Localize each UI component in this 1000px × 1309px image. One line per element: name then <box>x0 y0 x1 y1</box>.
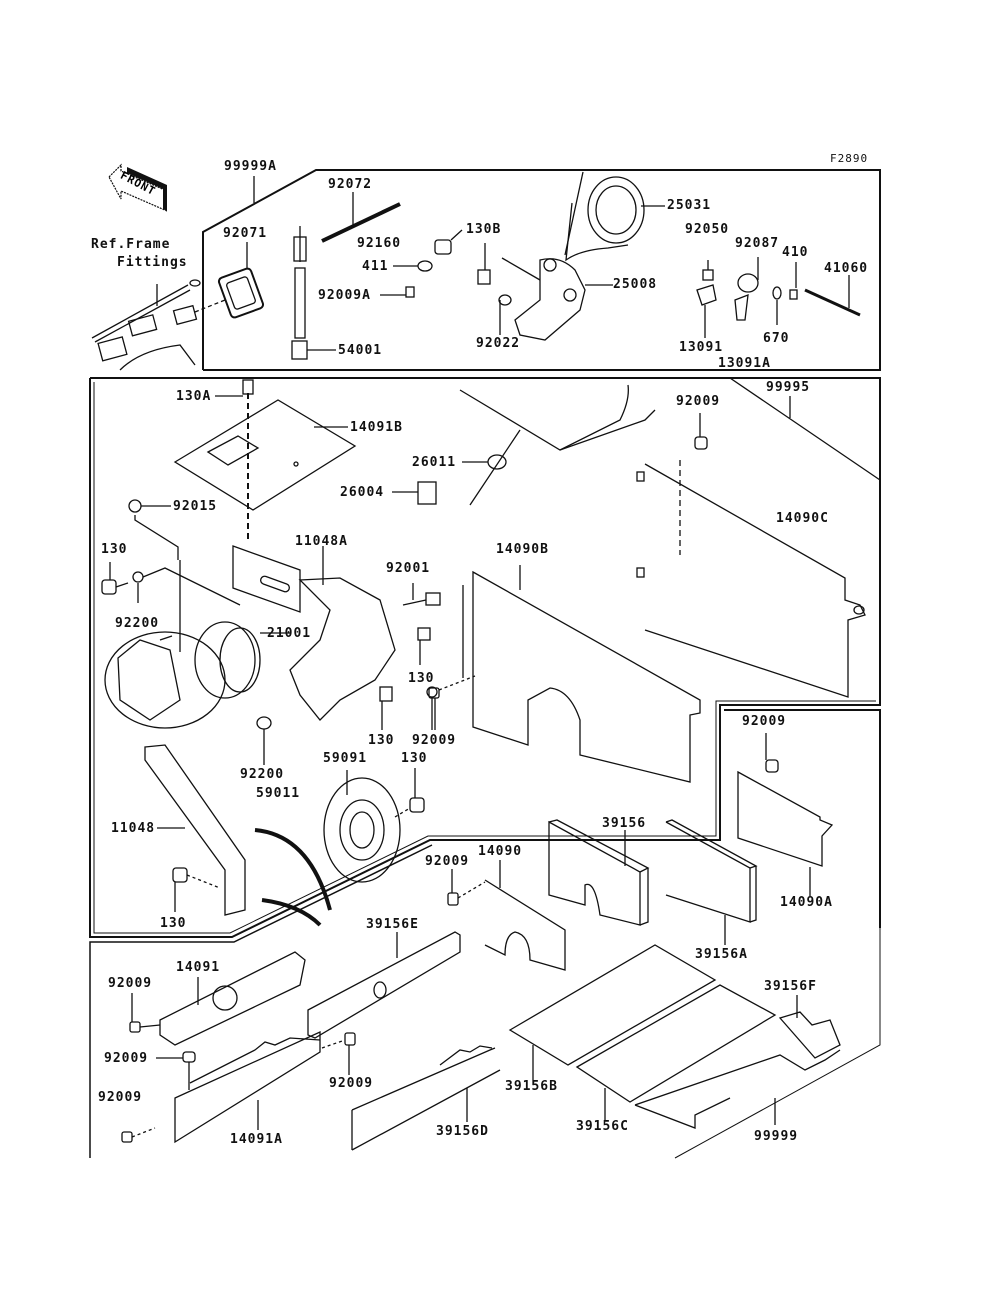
part-label[interactable]: 26004 <box>340 485 385 500</box>
part-label[interactable]: 92050 <box>685 222 730 237</box>
part-label[interactable]: 130 <box>160 916 187 931</box>
part-label[interactable]: 92009 <box>329 1076 374 1091</box>
part-label[interactable]: 410 <box>782 245 809 260</box>
part-label[interactable]: 14091B <box>350 420 403 435</box>
part-label[interactable]: 92009 <box>412 733 457 748</box>
part-label[interactable]: 92160 <box>357 236 402 251</box>
part-label[interactable]: 14090C <box>776 511 829 526</box>
part-label[interactable]: 130A <box>176 389 212 404</box>
board-39156C <box>575 984 777 1103</box>
part-label[interactable]: 92009 <box>108 976 153 991</box>
group-frame-bottom <box>89 844 433 1158</box>
part-label[interactable]: 59011 <box>256 786 301 801</box>
ref-note-line1: Ref.Frame <box>91 237 171 252</box>
ref-note-line2: Fittings <box>117 255 188 270</box>
part-label[interactable]: 39156F <box>764 979 817 994</box>
figure-id: F2890 <box>830 152 869 165</box>
part-label[interactable]: 92009 <box>742 714 787 729</box>
part-label[interactable]: 411 <box>362 259 389 274</box>
part-label[interactable]: 92009 <box>425 854 470 869</box>
part-label[interactable]: 130 <box>401 751 428 766</box>
part-label[interactable]: 14090B <box>496 542 549 557</box>
part-label[interactable]: 99995 <box>766 380 811 395</box>
part-label[interactable]: 670 <box>763 331 790 346</box>
part-label[interactable]: 59091 <box>323 751 368 766</box>
part-label[interactable]: 14090 <box>478 844 523 859</box>
part-label[interactable]: 92072 <box>328 177 373 192</box>
front-arrow-icon <box>108 163 168 212</box>
part-label[interactable]: 99999A <box>224 159 277 174</box>
part-label[interactable]: 92200 <box>115 616 160 631</box>
front-direction-arrow: FRONT <box>107 163 168 212</box>
part-label[interactable]: 130 <box>368 733 395 748</box>
part-label[interactable]: 92087 <box>735 236 780 251</box>
part-label[interactable]: 39156D <box>436 1124 489 1139</box>
part-label[interactable]: 92200 <box>240 767 285 782</box>
part-label[interactable]: 92009A <box>318 288 371 303</box>
ref-frame-note: Ref.Frame Fittings <box>91 236 188 272</box>
part-label[interactable]: 39156E <box>366 917 419 932</box>
part-label[interactable]: 39156A <box>695 947 748 962</box>
part-label[interactable]: 39156B <box>505 1079 558 1094</box>
part-label[interactable]: 92001 <box>386 561 431 576</box>
part-label[interactable]: 130B <box>466 222 502 237</box>
part-label[interactable]: 39156C <box>576 1119 629 1134</box>
board-39156B <box>508 944 717 1066</box>
part-label[interactable]: 21001 <box>267 626 312 641</box>
part-label[interactable]: 99999 <box>754 1129 799 1144</box>
part-label[interactable]: 130 <box>101 542 128 557</box>
part-label[interactable]: 92071 <box>223 226 268 241</box>
part-label[interactable]: 14091A <box>230 1132 283 1147</box>
group-frame-lower-right <box>724 709 881 928</box>
part-label[interactable]: 92009 <box>104 1051 149 1066</box>
board-39156F <box>778 1011 841 1059</box>
group-frame-top <box>202 169 881 371</box>
part-label[interactable]: 11048 <box>111 821 156 836</box>
part-label[interactable]: 11048A <box>295 534 348 549</box>
part-label[interactable]: 13091 <box>679 340 724 355</box>
part-label[interactable]: 92009 <box>98 1090 143 1105</box>
part-label[interactable]: 130 <box>408 671 435 686</box>
part-label[interactable]: 26011 <box>412 455 457 470</box>
part-label[interactable]: 92015 <box>173 499 218 514</box>
part-label[interactable]: 13091A <box>718 356 771 371</box>
part-label[interactable]: 14090A <box>780 895 833 910</box>
part-label[interactable]: 39156 <box>602 816 647 831</box>
part-label[interactable]: 25031 <box>667 198 712 213</box>
part-label[interactable]: 14091 <box>176 960 221 975</box>
part-label[interactable]: 92022 <box>476 336 521 351</box>
part-label[interactable]: 54001 <box>338 343 383 358</box>
part-label[interactable]: 25008 <box>613 277 658 292</box>
part-label[interactable]: 41060 <box>824 261 869 276</box>
part-label[interactable]: 92009 <box>676 394 721 409</box>
